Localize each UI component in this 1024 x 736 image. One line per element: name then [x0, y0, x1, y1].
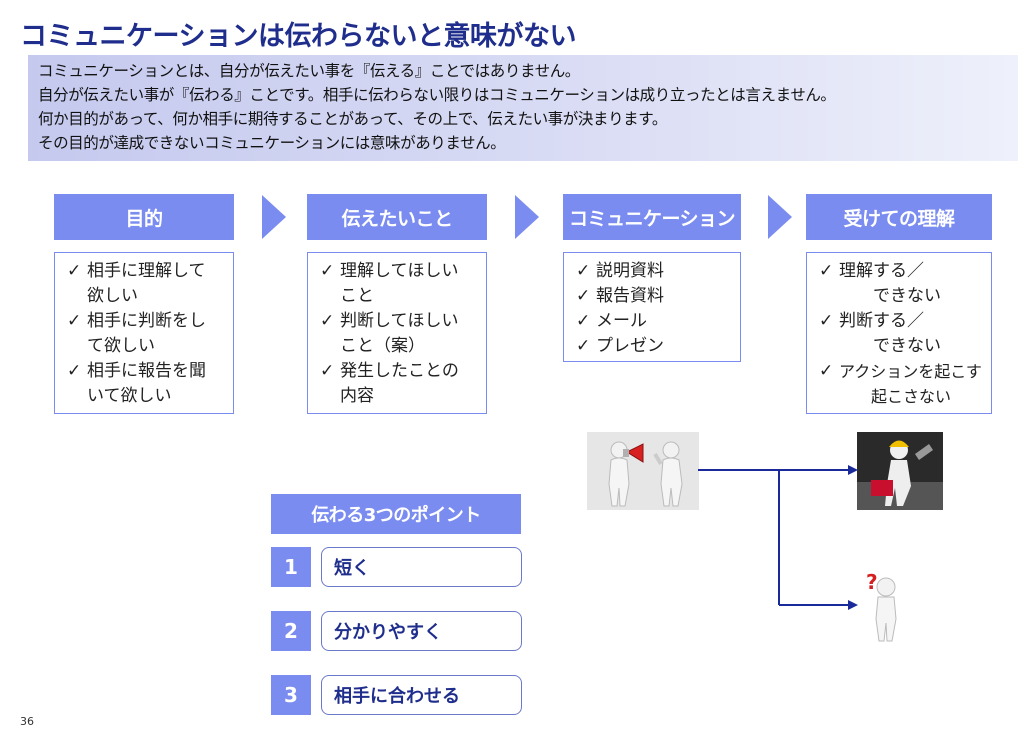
check-icon: ✓: [576, 311, 591, 331]
stage-head-understanding: 受けての理解: [806, 194, 992, 240]
check-icon: ✓: [320, 361, 335, 381]
stage-item: ✓相手に理解して 欲しい: [67, 259, 227, 309]
intro-line: コミュニケーションとは、自分が伝えたい事を『伝える』ことではありません。: [38, 62, 580, 80]
check-icon: ✓: [819, 311, 834, 331]
stage-item: ✓判断する／ できない: [819, 309, 985, 359]
stage-item: ✓プレゼン: [576, 334, 734, 359]
stage-box-understanding: ✓理解する／ できない ✓判断する／ できない ✓アクションを起こす 起こさない: [806, 252, 992, 414]
point-number: 3: [271, 675, 311, 715]
worker-image: [857, 432, 943, 510]
stage-item: ✓相手に判断をし て欲しい: [67, 309, 227, 359]
check-icon: ✓: [819, 261, 834, 281]
stage-item: ✓アクションを起こす 起こさない: [819, 359, 985, 409]
point-number: 2: [271, 611, 311, 651]
flow-arrow-icon: [515, 195, 539, 239]
check-icon: ✓: [576, 336, 591, 356]
stage-item: ✓メール: [576, 309, 734, 334]
point-number: 1: [271, 547, 311, 587]
intro-banner: コミュニケーションとは、自分が伝えたい事を『伝える』ことではありません。 自分が…: [28, 55, 1018, 161]
stage-head-purpose: 目的: [54, 194, 234, 240]
connector-lines: [698, 465, 858, 610]
confused-person-image: ?: [866, 570, 897, 642]
stage-item: ✓説明資料: [576, 259, 734, 284]
page-title: コミュニケーションは伝わらないと意味がない: [20, 21, 576, 52]
stage-item: ✓相手に報告を聞 いて欲しい: [67, 359, 227, 409]
intro-line: 何か目的があって、何か相手に期待することがあって、その上で、伝えたい事が決まりま…: [38, 110, 667, 128]
check-icon: ✓: [67, 311, 82, 331]
check-icon: ✓: [576, 261, 591, 281]
check-icon: ✓: [819, 361, 834, 381]
stage-item: ✓発生したことの 内容: [320, 359, 480, 409]
svg-text:?: ?: [866, 570, 878, 594]
check-icon: ✓: [320, 311, 335, 331]
check-icon: ✓: [67, 361, 82, 381]
stage-item: ✓判断してほしい こと（案）: [320, 309, 480, 359]
check-icon: ✓: [576, 286, 591, 306]
points-heading: 伝わる3つのポイント: [271, 494, 521, 534]
check-icon: ✓: [320, 261, 335, 281]
flow-arrow-icon: [768, 195, 792, 239]
point-label: 短く: [321, 547, 522, 587]
page-number: 36: [20, 715, 34, 728]
stage-head-message: 伝えたいこと: [307, 194, 487, 240]
point-label: 相手に合わせる: [321, 675, 522, 715]
stage-box-message: ✓理解してほしい こと ✓判断してほしい こと（案） ✓発生したことの 内容: [307, 252, 487, 414]
stage-item: ✓理解する／ できない: [819, 259, 985, 309]
stage-head-communication: コミュニケーション: [563, 194, 741, 240]
intro-line: 自分が伝えたい事が『伝わる』ことです。相手に伝わらない限りはコミュニケーションは…: [38, 86, 836, 104]
intro-line: その目的が達成できないコミュニケーションには意味がありません。: [38, 134, 506, 152]
stage-item: ✓理解してほしい こと: [320, 259, 480, 309]
stage-box-purpose: ✓相手に理解して 欲しい ✓相手に判断をし て欲しい ✓相手に報告を聞 いて欲し…: [54, 252, 234, 414]
point-label: 分かりやすく: [321, 611, 522, 651]
stage-box-communication: ✓説明資料 ✓報告資料 ✓メール ✓プレゼン: [563, 252, 741, 362]
flow-arrow-icon: [262, 195, 286, 239]
stage-item: ✓報告資料: [576, 284, 734, 309]
megaphone-people-image: [587, 432, 699, 510]
check-icon: ✓: [67, 261, 82, 281]
